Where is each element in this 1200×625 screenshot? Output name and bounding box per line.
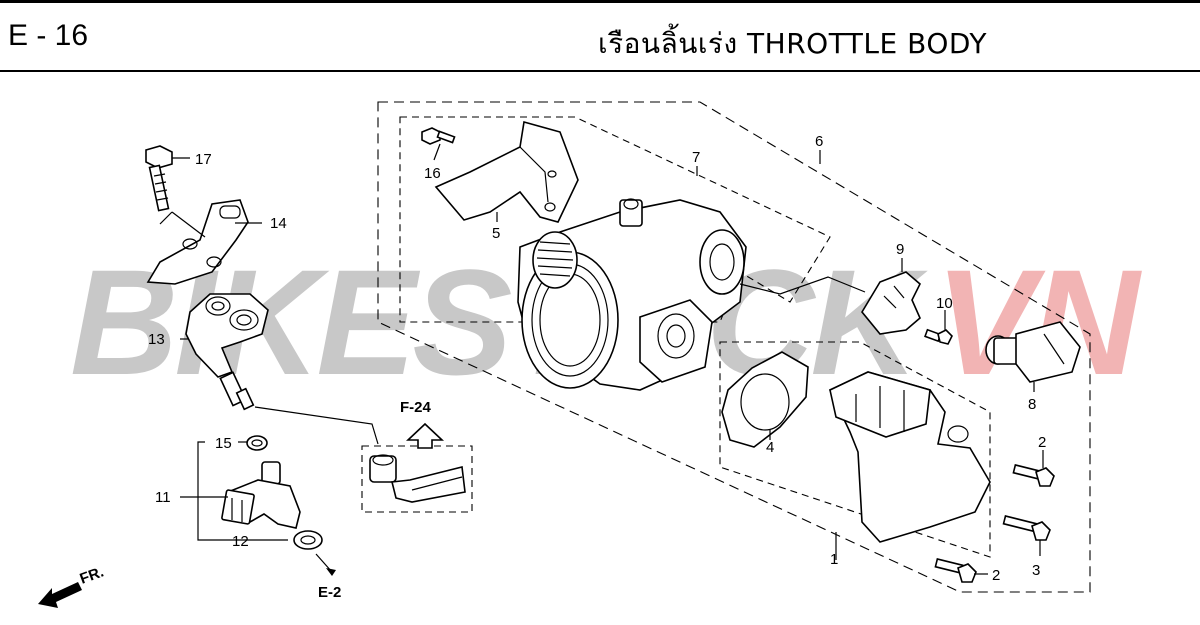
callout-3: 3 xyxy=(1032,562,1040,579)
injector-11 xyxy=(221,461,301,529)
group-7-outline xyxy=(399,116,831,323)
group-1-outline xyxy=(719,341,991,558)
callout-13: 13 xyxy=(148,331,165,348)
callout-7: 7 xyxy=(692,149,700,166)
throttle-body-7 xyxy=(517,198,866,391)
front-direction: FR. xyxy=(38,564,106,608)
callout-labels: 1 2 2 3 4 5 6 7 8 9 10 11 12 13 14 15 16… xyxy=(148,133,1046,584)
fuel-joint-13 xyxy=(185,293,379,445)
callout-12: 12 xyxy=(232,533,249,550)
page-title: เรือนลิ้นเร่ง THROTTLE BODY xyxy=(598,27,987,60)
bolt-16 xyxy=(421,127,456,161)
callout-10: 10 xyxy=(936,295,953,312)
callout-2-upper: 2 xyxy=(1038,434,1046,451)
watermark-text-accent: VN xyxy=(935,238,1142,406)
callout-17: 17 xyxy=(195,151,212,168)
o-ring-15 xyxy=(246,435,268,451)
callout-9: 9 xyxy=(896,241,904,258)
ref-f24: F-24 xyxy=(400,399,432,416)
callout-1: 1 xyxy=(830,551,838,568)
callout-11: 11 xyxy=(155,489,171,506)
bracket-14 xyxy=(146,199,249,285)
page-header: E - 16 เรือนลิ้นเร่ง THROTTLE BODY xyxy=(0,0,1200,72)
clip-9 xyxy=(861,258,921,335)
parts-diagram: BIKESTOCK VN xyxy=(38,101,1146,608)
ref-fr: FR. xyxy=(78,564,107,588)
actuator-1 xyxy=(828,371,991,560)
screw-10 xyxy=(924,310,953,345)
group-6-outline xyxy=(377,101,1091,593)
callout-5: 5 xyxy=(492,225,500,242)
connector-f24 xyxy=(369,422,466,503)
callout-16: 16 xyxy=(424,165,441,182)
ref-e2: E-2 xyxy=(318,584,341,601)
callout-8: 8 xyxy=(1028,396,1036,413)
assembly-outlines xyxy=(361,101,1091,593)
callout-4: 4 xyxy=(766,439,774,456)
bolt-3 xyxy=(1002,515,1051,556)
sensor-8 xyxy=(985,321,1081,392)
page-code: E - 16 xyxy=(8,19,89,52)
bolt-2-upper xyxy=(1012,450,1055,487)
bolt-17 xyxy=(145,145,173,212)
cover-5 xyxy=(434,120,579,223)
callout-15: 15 xyxy=(215,435,232,452)
callout-6: 6 xyxy=(815,133,823,150)
gasket-4 xyxy=(721,351,809,448)
callout-2-lower: 2 xyxy=(992,567,1000,584)
front-arrow-icon xyxy=(38,582,82,608)
bolt-2-lower xyxy=(934,558,988,583)
injector-group xyxy=(145,145,379,576)
callout-14: 14 xyxy=(270,215,287,232)
seal-12 xyxy=(293,530,323,550)
connector-box xyxy=(361,445,473,513)
arrow-up-icon xyxy=(405,422,445,449)
